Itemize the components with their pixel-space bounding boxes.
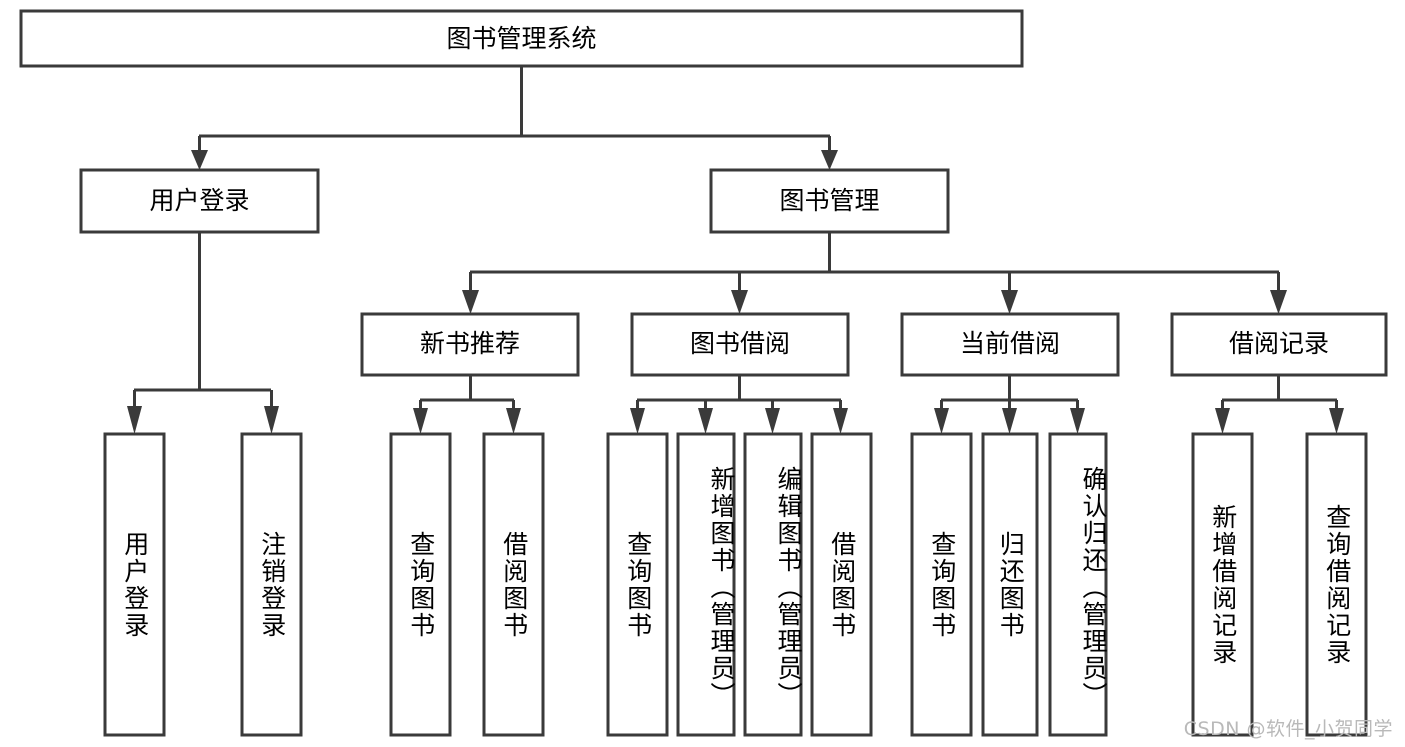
arrow-to-cb2 <box>1002 408 1017 434</box>
arrow-to-newbook <box>462 290 479 314</box>
node-book-manage-box[interactable] <box>709 168 950 234</box>
arrow-to-currentborrow <box>1001 290 1018 314</box>
node-borrow-record-label: 借阅记录 <box>1229 329 1329 358</box>
node-user-login[interactable]: 用户登录 <box>79 168 320 234</box>
node-current-borrow-box[interactable] <box>900 312 1120 377</box>
node-new-book-recommend-label: 新书推荐 <box>420 329 520 358</box>
node-leaf-query-book-1-box[interactable] <box>389 432 452 737</box>
arrow-to-bb4 <box>833 408 848 434</box>
node-borrow-record-box[interactable] <box>1170 312 1388 377</box>
arrow-to-br2 <box>1329 408 1344 434</box>
node-leaf-query-book-2-box[interactable] <box>606 432 669 737</box>
node-leaf-edit-book-box[interactable] <box>743 432 803 737</box>
node-leaf-logout-box[interactable] <box>240 432 303 737</box>
node-root-box[interactable] <box>19 9 1024 68</box>
node-leaf-query-book-3-box[interactable] <box>910 432 973 737</box>
arrow-root-to-userlogin <box>191 150 208 170</box>
node-user-login-box[interactable] <box>79 168 320 234</box>
connector-group-bookborrow <box>630 375 848 434</box>
arrow-to-leaf-userlogin <box>127 406 142 434</box>
arrow-to-bb2 <box>698 408 713 434</box>
arrow-to-bookborrow <box>731 290 748 314</box>
connector-group-userlogin <box>127 232 279 434</box>
node-leaf-return-book-box[interactable] <box>981 432 1039 737</box>
node-book-manage-label: 图书管理 <box>779 186 879 215</box>
node-root-label: 图书管理系统 <box>446 24 596 53</box>
node-borrow-record[interactable]: 借阅记录 <box>1170 312 1388 377</box>
arrow-to-bb1 <box>630 408 645 434</box>
node-book-borrow-label: 图书借阅 <box>690 329 790 358</box>
node-book-manage[interactable]: 图书管理 <box>709 168 950 234</box>
node-leaf-query-record-box[interactable] <box>1305 432 1368 737</box>
arrow-root-to-bookmanage <box>821 150 838 170</box>
arrow-to-borrowrecord <box>1270 290 1287 314</box>
node-user-login-label: 用户登录 <box>149 186 249 215</box>
connector-group-newbook <box>413 375 521 434</box>
node-current-borrow[interactable]: 当前借阅 <box>900 312 1120 377</box>
node-current-borrow-label: 当前借阅 <box>960 329 1060 358</box>
node-new-book-recommend[interactable]: 新书推荐 <box>360 312 580 377</box>
node-leaf-confirm-return-box[interactable] <box>1048 432 1108 737</box>
connector-group-currentborrow <box>934 375 1085 434</box>
arrow-to-bb3 <box>765 408 780 434</box>
arrow-to-cb1 <box>934 408 949 434</box>
node-new-book-recommend-box[interactable] <box>360 312 580 377</box>
node-leaf-borrow-book-2-box[interactable] <box>810 432 873 737</box>
node-root[interactable]: 图书管理系统 <box>19 9 1024 68</box>
connector-group-bookmanage <box>462 232 1287 314</box>
arrow-to-nb2 <box>506 408 521 434</box>
csdn-watermark: CSDN @软件_小贺同学 <box>1183 718 1393 740</box>
connector-group-root <box>191 66 838 170</box>
arrow-to-br1 <box>1215 408 1230 434</box>
arrow-to-cb3 <box>1070 408 1085 434</box>
node-leaf-user-login-box[interactable] <box>103 432 166 737</box>
node-leaf-add-book-box[interactable] <box>676 432 736 737</box>
node-book-borrow[interactable]: 图书借阅 <box>630 312 850 377</box>
node-book-borrow-box[interactable] <box>630 312 850 377</box>
connector-group-borrowrecord <box>1215 375 1344 434</box>
arrow-to-leaf-logout <box>264 406 279 434</box>
arrow-to-nb1 <box>413 408 428 434</box>
node-leaf-borrow-book-1-box[interactable] <box>482 432 545 737</box>
node-leaf-add-record-box[interactable] <box>1191 432 1254 737</box>
